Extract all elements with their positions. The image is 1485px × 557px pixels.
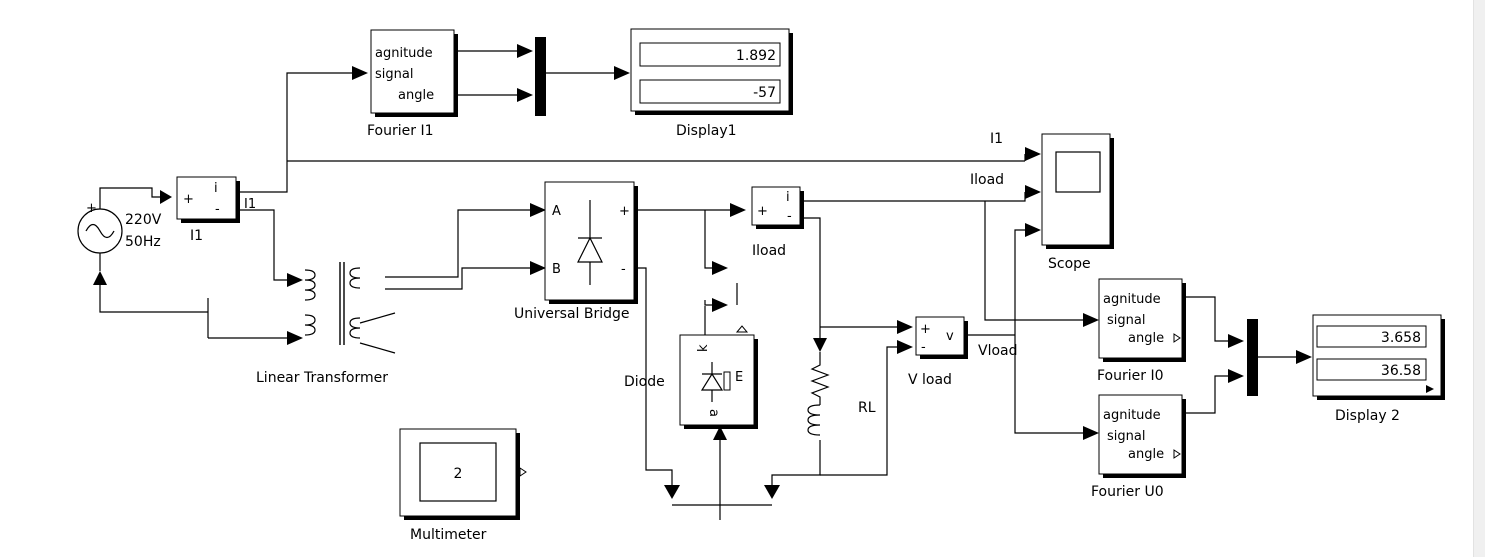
universal-bridge-label: Universal Bridge	[514, 306, 630, 322]
multimeter-value: 2	[454, 466, 463, 482]
svg-text:angle: angle	[1128, 447, 1164, 462]
svg-text:signal: signal	[1107, 429, 1145, 444]
svg-text:angle: angle	[398, 88, 434, 103]
mux-2[interactable]	[1247, 319, 1258, 396]
display1-value-1: 1.892	[736, 48, 776, 64]
svg-text:-: -	[215, 202, 220, 217]
fourier-uo-label: Fourier U0	[1091, 484, 1164, 500]
svg-text:-: -	[787, 209, 792, 224]
svg-text:B: B	[552, 262, 561, 277]
display2-block[interactable]: 3.658 36.58 Display 2	[1312, 314, 1445, 424]
svg-text:agnitude: agnitude	[375, 46, 433, 61]
linear-transformer-label: Linear Transformer	[256, 370, 388, 386]
display2-label: Display 2	[1335, 408, 1400, 424]
wires	[99, 50, 1296, 520]
voltage-measurement-vload[interactable]: + - v V load Vload	[908, 316, 1018, 388]
inductor-icon	[807, 404, 821, 436]
svg-text:angle: angle	[1128, 331, 1164, 346]
current-measurement-iload[interactable]: + i - Iload	[751, 186, 804, 259]
svg-text:signal: signal	[1107, 313, 1145, 328]
display1-value-2: -57	[753, 85, 776, 101]
display2-value-1: 3.658	[1381, 330, 1421, 346]
diode-bridge-icon	[577, 200, 603, 285]
svg-text:a: a	[706, 409, 721, 417]
scope-label: Scope	[1048, 256, 1091, 272]
universal-bridge-block[interactable]: A B + - Universal Bridge	[514, 181, 638, 322]
scope-signal-i1: I1	[990, 131, 1003, 147]
svg-text:i: i	[214, 181, 218, 196]
svg-text:k: k	[696, 344, 711, 352]
svg-text:+: +	[183, 192, 194, 207]
fourier-i1-block[interactable]: agnitude signal angle Fourier I1	[367, 29, 458, 139]
multimeter-label: Multimeter	[410, 527, 487, 543]
svg-text:signal: signal	[375, 67, 413, 82]
svg-text:+: +	[757, 204, 768, 219]
svg-text:i: i	[786, 190, 790, 205]
svg-text:E: E	[735, 370, 743, 385]
i1-block-label: I1	[190, 228, 203, 244]
svg-text:A: A	[552, 204, 561, 219]
rl-label: RL	[858, 400, 876, 416]
svg-text:agnitude: agnitude	[1103, 408, 1161, 423]
svg-text:+: +	[86, 201, 97, 216]
svg-text:-: -	[621, 262, 626, 277]
fourier-uo-block[interactable]: agnitude signal angle Fourier U0	[1091, 394, 1186, 500]
source-frequency-label: 50Hz	[125, 234, 161, 250]
display2-value-2: 36.58	[1381, 363, 1421, 379]
linear-transformer-block[interactable]: Linear Transformer	[256, 262, 396, 386]
thyristor-icon	[700, 362, 731, 402]
scope-block[interactable]: Scope I1 Iload	[970, 131, 1114, 272]
display1-label: Display1	[676, 123, 737, 139]
svg-text:+: +	[920, 322, 931, 337]
vload-block-label: V load	[908, 372, 952, 388]
rl-load-block[interactable]: RL	[807, 352, 876, 436]
wire-arrows	[93, 44, 1312, 499]
diode-block[interactable]: k E a Diode	[624, 325, 758, 429]
svg-text:v: v	[946, 329, 954, 344]
svg-text:+: +	[619, 204, 630, 219]
current-measurement-i1[interactable]: + i - I1 I1	[176, 176, 256, 244]
scope-screen-icon	[1055, 151, 1101, 193]
multimeter-block[interactable]: 2 Multimeter	[399, 428, 527, 543]
display1-block[interactable]: 1.892 -57 Display1	[630, 28, 793, 139]
scope-signal-iload: Iload	[970, 172, 1004, 188]
vertical-scrollbar[interactable]	[1473, 0, 1485, 557]
svg-text:agnitude: agnitude	[1103, 292, 1161, 307]
svg-text:-: -	[921, 340, 926, 355]
diode-label: Diode	[624, 374, 665, 390]
resistor-icon	[810, 352, 830, 405]
i1-signal-label: I1	[244, 197, 256, 212]
ac-voltage-source[interactable]: + 220V 50Hz	[77, 201, 162, 271]
source-voltage-label: 220V	[125, 212, 162, 228]
fourier-io-label: Fourier I0	[1097, 368, 1164, 384]
fourier-i1-label: Fourier I1	[367, 123, 434, 139]
vload-signal-label: Vload	[978, 343, 1018, 359]
transformer-coil-icon	[304, 269, 316, 301]
fourier-io-block[interactable]: agnitude signal angle Fourier I0	[1097, 278, 1186, 384]
mux-1[interactable]	[535, 37, 546, 116]
iload-block-label: Iload	[752, 243, 786, 259]
